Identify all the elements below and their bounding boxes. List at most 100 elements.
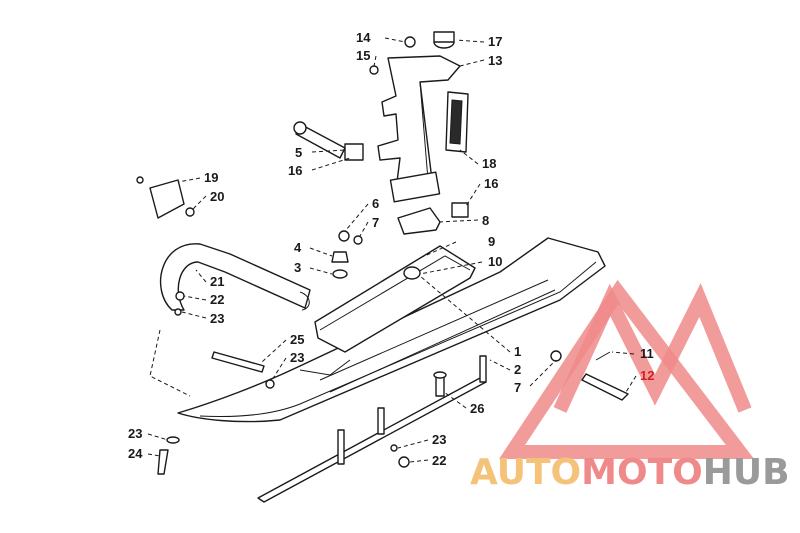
wear-bar [257,355,487,503]
washer-23b [265,379,275,389]
wear-bar-stud-2 [377,407,385,435]
spindle-shaft-line [419,81,429,181]
ski-saddle [314,245,476,353]
leader-7a [359,221,369,237]
wear-bar-stud-3 [479,355,487,383]
leader-23b [271,357,287,381]
leader-11 [611,351,635,355]
callout-23c: 23 [128,426,142,441]
wear-bar-stud-cap [433,371,447,379]
callout-3: 3 [294,260,301,275]
bushing-right [451,202,469,218]
leader-25 [261,339,287,363]
watermark-m-shape [553,283,752,413]
leader-23a [181,311,207,319]
bolt-24 [157,449,169,475]
washer-7b [550,350,562,362]
leader-1 [419,275,511,353]
callout-10: 10 [488,254,502,269]
bracket-19 [149,179,185,219]
washer-23c [166,436,180,444]
watermark-moto: MOTO [581,452,703,493]
ski-loop-bar [159,243,311,311]
leader-2 [489,359,511,371]
callout-21: 21 [210,274,224,289]
leader-lines [147,37,637,463]
bushing-group [293,121,469,218]
callout-22b: 22 [432,453,446,468]
leader-12 [625,375,637,393]
bushing-left [344,143,364,161]
shock-bracket-body [397,207,441,235]
leader-3 [309,267,333,275]
leader-23c [147,433,169,441]
callout-12: 12 [640,368,654,383]
ski-rib-line-2 [329,289,556,393]
nut-20 [185,207,195,217]
callout-14: 14 [356,30,371,45]
watermark-auto: AUTO [470,452,581,493]
callout-8: 8 [482,213,489,228]
decal-fill [449,99,463,145]
shock-bracket [397,207,441,235]
washer-23a [174,308,182,316]
callout-13: 13 [488,53,502,68]
callout-17: 17 [488,34,502,49]
spindle-lower-block [389,171,441,203]
callout-7a: 7 [372,215,379,230]
spindle [377,31,461,203]
wear-bar-stud-1 [337,429,345,465]
leader-15 [373,55,377,67]
leader-23d [397,439,429,449]
leader-26 [443,391,467,409]
callout-26: 26 [470,401,484,416]
hardware [136,36,629,475]
leader-6 [345,203,369,231]
ski [177,237,606,423]
ski-rib-line [319,279,549,381]
leader-24 [147,453,161,457]
callout-9: 9 [488,234,495,249]
leader-5 [311,149,346,153]
nut-22a [175,291,185,301]
leader-8 [437,219,479,223]
callout-23b: 23 [290,350,304,365]
callout-6: 6 [372,196,379,211]
decal [445,91,469,153]
bolt-25 [211,351,265,373]
leader-18 [459,149,479,165]
saddle-block [314,245,476,353]
bolt-19 [136,176,144,184]
saddle-bushing [403,266,421,280]
callout-7b: 7 [514,380,521,395]
leader-22b [409,459,429,463]
callout-15: 15 [356,48,370,63]
leader-13 [459,59,485,67]
callout-22a: 22 [210,292,224,307]
callouts: 14 15 17 13 5 16 18 16 19 20 6 7 8 4 9 3… [128,30,654,468]
callout-24: 24 [128,446,143,461]
callout-23a: 23 [210,311,224,326]
spacer-tube-end [293,121,307,135]
leader-19 [177,177,201,183]
callout-18: 18 [482,156,496,171]
nut-6 [338,230,350,242]
leader-16b [465,183,481,207]
nut-22b [398,456,410,468]
washer-7 [353,235,363,245]
watermark-hub: HUB [703,452,790,493]
ski-edge-line [199,261,597,417]
leader-21 [195,269,207,283]
callout-19: 19 [204,170,218,185]
cotter-pin-11 [595,351,611,361]
callout-2: 2 [514,362,521,377]
nut-15 [369,65,379,75]
leader-10 [419,261,483,275]
ski-body [177,237,606,423]
callout-16b: 16 [484,176,498,191]
saddle-top-edge [319,255,471,331]
callout-5: 5 [295,145,302,160]
washer-3 [332,269,348,279]
